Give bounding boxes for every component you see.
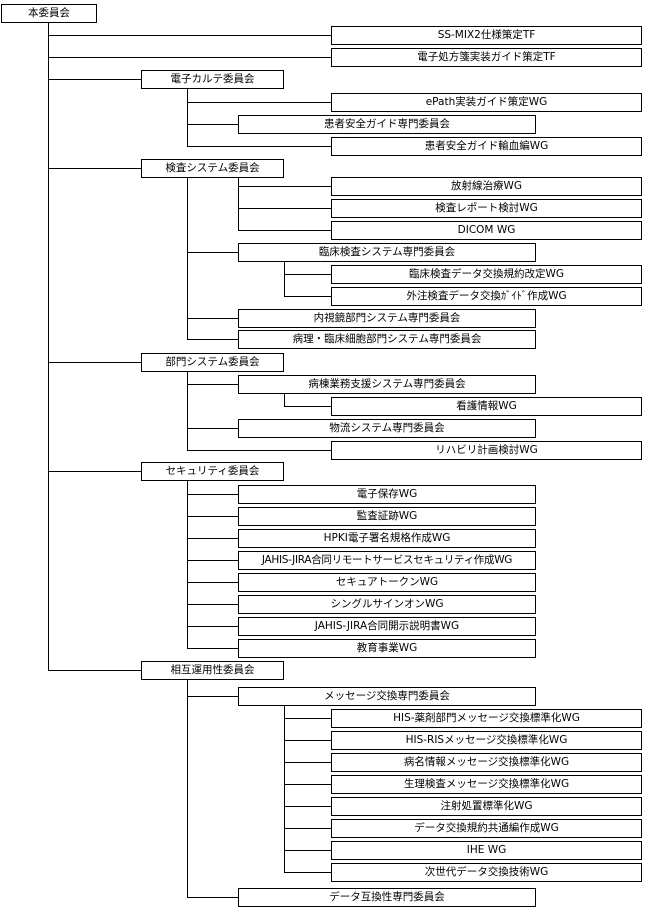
- connector: [284, 762, 331, 763]
- connector: [187, 146, 331, 147]
- messaging-trunk-line: [284, 705, 285, 873]
- connector: [284, 872, 331, 873]
- connector: [284, 784, 331, 785]
- node-messaging: メッセージ交換専門委員会: [238, 687, 536, 706]
- emr-trunk-line: [187, 88, 188, 147]
- connector: [187, 648, 238, 649]
- interop-trunk-line: [187, 679, 188, 897]
- exam-trunk-line: [187, 177, 188, 340]
- node-common-wg: データ交換規約共通編作成WG: [331, 819, 642, 838]
- node-endoscopy: 内視鏡部門システム専門委員会: [238, 309, 536, 328]
- node-security-committee: セキュリティ委員会: [141, 462, 284, 481]
- node-eprescription-tf: 電子処方箋実装ガイド策定TF: [331, 48, 642, 67]
- connector: [48, 35, 331, 36]
- connector: [187, 252, 238, 253]
- connector: [187, 384, 238, 385]
- exam-wg-trunk-line: [238, 177, 239, 231]
- connector: [187, 582, 238, 583]
- connector: [187, 604, 238, 605]
- connector: [187, 450, 331, 451]
- connector: [284, 274, 331, 275]
- root-trunk-line: [48, 22, 49, 671]
- node-his-ris-wg: HIS-RISメッセージ交換標準化WG: [331, 731, 642, 750]
- node-epath-wg: ePath実装ガイド策定WG: [331, 93, 642, 112]
- connector: [187, 124, 238, 125]
- node-token-wg: セキュアトークンWG: [238, 573, 536, 592]
- connector: [48, 168, 141, 169]
- node-compat: データ互換性専門委員会: [238, 888, 536, 907]
- node-nextgen-wg: 次世代データ交換技術WG: [331, 863, 642, 882]
- node-storage-wg: 電子保存WG: [238, 485, 536, 504]
- connector: [187, 516, 238, 517]
- connector: [238, 186, 331, 187]
- security-trunk-line: [187, 480, 188, 648]
- connector: [48, 670, 141, 671]
- node-injection-wg: 注射処置標準化WG: [331, 797, 642, 816]
- node-his-pharmacy-wg: HIS-薬剤部門メッセージ交換標準化WG: [331, 709, 642, 728]
- clinical-lab-trunk-line: [284, 261, 285, 296]
- connector: [187, 696, 238, 697]
- connector: [284, 296, 331, 297]
- node-hpki-wg: HPKI電子署名規格作成WG: [238, 529, 536, 548]
- node-education-wg: 教育事業WG: [238, 639, 536, 658]
- node-pathology: 病理・臨床細胞部門システム専門委員会: [238, 330, 536, 349]
- node-ssmix2-tf: SS-MIX2仕様策定TF: [331, 26, 642, 45]
- connector: [284, 718, 331, 719]
- node-remote-wg: JAHIS-JIRA合同リモートサービスセキュリティ作成WG: [238, 551, 536, 570]
- connector: [187, 428, 238, 429]
- connector: [284, 806, 331, 807]
- node-dept-committee: 部門システム委員会: [141, 353, 284, 372]
- connector: [187, 626, 238, 627]
- node-sso-wg: シングルサインオンWG: [238, 595, 536, 614]
- node-disease-wg: 病名情報メッセージ交換標準化WG: [331, 753, 642, 772]
- node-ward: 病棟業務支援システム専門委員会: [238, 375, 536, 394]
- node-logistics: 物流システム専門委員会: [238, 419, 536, 438]
- connector: [48, 57, 331, 58]
- connector: [284, 740, 331, 741]
- connector: [187, 560, 238, 561]
- connector: [48, 362, 141, 363]
- connector: [284, 406, 331, 407]
- connector: [238, 230, 331, 231]
- node-outsourced-wg: 外注検査データ交換ｶﾞｲﾄﾞ作成WG: [331, 287, 642, 306]
- node-nursing-wg: 看護情報WG: [331, 397, 642, 416]
- connector: [238, 208, 331, 209]
- connector: [187, 538, 238, 539]
- node-lab-exchange-wg: 臨床検査データ交換規約改定WG: [331, 265, 642, 284]
- node-transfusion-wg: 患者安全ガイド輸血編WG: [331, 137, 642, 156]
- root-node: 本委員会: [1, 4, 97, 23]
- node-clinical-lab: 臨床検査システム専門委員会: [238, 243, 536, 262]
- ward-trunk-line: [284, 393, 285, 406]
- node-radiation-wg: 放射線治療WG: [331, 177, 642, 196]
- connector: [48, 79, 141, 80]
- node-interop-committee: 相互運用性委員会: [141, 661, 284, 680]
- node-ihe-wg: IHE WG: [331, 841, 642, 860]
- connector: [48, 471, 141, 472]
- node-emr-committee: 電子カルテ委員会: [141, 70, 284, 89]
- node-dicom-wg: DICOM WG: [331, 221, 642, 240]
- connector: [284, 850, 331, 851]
- connector: [187, 318, 238, 319]
- node-patient-safety: 患者安全ガイド専門委員会: [238, 115, 536, 134]
- connector: [187, 897, 238, 898]
- node-rehab-wg: リハビリ計画検討WG: [331, 441, 642, 460]
- dept-trunk-line: [187, 371, 188, 450]
- node-exam-committee: 検査システム委員会: [141, 159, 284, 178]
- connector: [284, 828, 331, 829]
- node-audit-wg: 監査証跡WG: [238, 507, 536, 526]
- connector: [187, 339, 238, 340]
- connector: [187, 494, 238, 495]
- node-report-wg: 検査レポート検討WG: [331, 199, 642, 218]
- node-disclosure-wg: JAHIS-JIRA合同開示説明書WG: [238, 617, 536, 636]
- connector: [187, 102, 331, 103]
- node-physiology-wg: 生理検査メッセージ交換標準化WG: [331, 775, 642, 794]
